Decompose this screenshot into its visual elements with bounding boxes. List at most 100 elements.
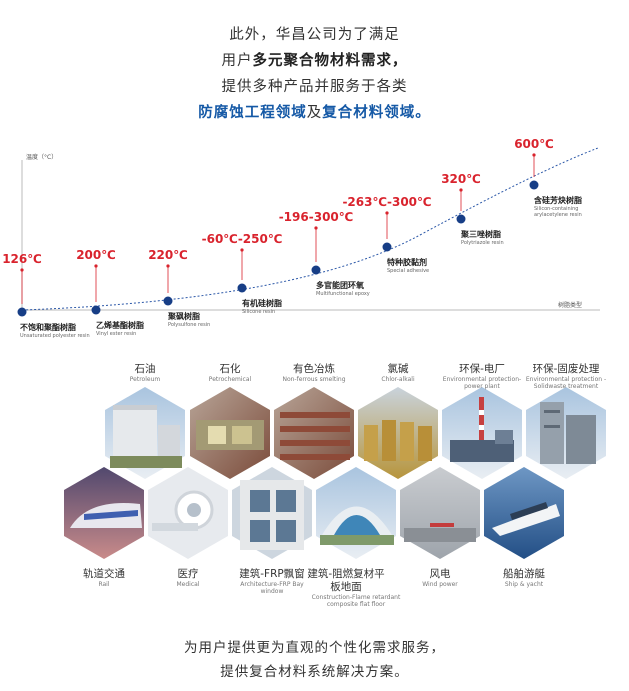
resin-name-en: Silicon-containing arylacetylene resin xyxy=(534,206,582,218)
point-stem-tip xyxy=(532,153,536,157)
temperature-label: 220℃ xyxy=(148,248,188,262)
caption-cn: 建筑-阻燃复材平板地面 xyxy=(307,568,385,593)
intro-line-1: 此外，华昌公司为了满足 xyxy=(229,27,400,43)
intro-text: 此外，华昌公司为了满足 用户多元聚合物材料需求， 提供多种产品并服务于各类 防腐… xyxy=(0,22,629,126)
caption-en: Environmental protection -Solidwaste tre… xyxy=(525,376,607,390)
point-stem-tip xyxy=(385,211,389,215)
point-stem-tip xyxy=(314,226,318,230)
caption-cn: 环保-电厂 xyxy=(459,363,505,375)
temperature-label: -196-300℃ xyxy=(278,210,354,224)
caption-en: Medical xyxy=(176,581,200,588)
hex-wind-power xyxy=(400,467,480,559)
caption-cn: 石化 xyxy=(219,363,241,375)
resin-name-en: Silicone resin xyxy=(242,309,276,315)
caption-cn: 建筑-FRP飘窗 xyxy=(239,568,305,580)
intro-line-2-a: 用户 xyxy=(221,53,253,69)
caption-cn: 医疗 xyxy=(177,568,199,580)
resin-name: 有机硅树脂 xyxy=(242,299,282,308)
caption-cn: 风电 xyxy=(429,568,451,580)
data-point xyxy=(17,307,27,317)
caption-cn: 轨道交通 xyxy=(83,568,125,580)
caption-cn: 氯碱 xyxy=(387,363,409,375)
data-point xyxy=(237,283,247,293)
resin-name-en: Polysulfone resin xyxy=(168,322,211,328)
data-point xyxy=(382,242,392,252)
hex-ship-yacht xyxy=(484,467,564,559)
temperature-label: 126℃ xyxy=(2,252,42,266)
caption-en: Rail xyxy=(98,581,110,588)
caption-solid-waste: 环保-固废处理 Environmental protection -Solidw… xyxy=(518,363,614,390)
temperature-label: 320℃ xyxy=(441,172,481,186)
trend-curve xyxy=(21,147,599,311)
caption-petrochemical: 石化 Petrochemical xyxy=(209,363,251,383)
caption-wind-power: 风电 Wind power xyxy=(422,568,458,588)
resin-name-en: Multifunctional epoxy xyxy=(316,291,370,297)
hex-medical xyxy=(148,467,228,559)
y-axis-label: 温度（°C） xyxy=(26,154,58,161)
intro-line-2-b: 多元聚合物材料需求， xyxy=(252,53,408,69)
hex-flame-retardant-floor xyxy=(316,467,396,559)
caption-power-plant: 环保-电厂 Environmental protection-power pla… xyxy=(441,363,523,390)
hex-chlor-alkali xyxy=(358,387,438,479)
caption-rail: 轨道交通 Rail xyxy=(83,568,125,588)
intro-line-4-c: 复合材料领域。 xyxy=(322,105,431,121)
resin-name: 特种胶黏剂 xyxy=(387,258,427,267)
points-layer xyxy=(17,153,539,317)
data-point xyxy=(91,305,101,315)
intro-line-4: 防腐蚀工程领域及复合材料领域。 xyxy=(0,100,629,126)
resin-name-en: Special adhesive xyxy=(387,268,430,274)
hex-petrochemical xyxy=(190,387,270,479)
resin-name-en: Unsaturated polyester resin xyxy=(20,333,90,339)
data-point xyxy=(311,265,321,275)
caption-en: Non-ferrous smelting xyxy=(282,376,346,383)
caption-en: Petroleum xyxy=(129,376,161,383)
hex-frp-bay-window xyxy=(232,467,312,559)
caption-ship: 船舶游艇 Ship & yacht xyxy=(503,568,545,588)
hex-nonferrous-smelting xyxy=(274,387,354,479)
resin-name: 多官能团环氧 xyxy=(316,281,364,290)
caption-en: Construction-Flame retardant composite f… xyxy=(311,594,401,608)
resin-name: 聚砜树脂 xyxy=(168,312,200,321)
resin-name-en: Polytriazole resin xyxy=(461,240,504,246)
intro-line-3: 提供多种产品并服务于各类 xyxy=(221,79,408,95)
hex-petroleum xyxy=(105,387,185,479)
temperature-label: -263℃-300℃ xyxy=(342,195,432,209)
caption-cn: 船舶游艇 xyxy=(503,568,545,580)
hex-rail xyxy=(64,467,144,559)
caption-petroleum: 石油 Petroleum xyxy=(130,363,160,383)
point-stem-tip xyxy=(94,264,98,268)
hex-power-plant xyxy=(442,387,522,479)
caption-en: Wind power xyxy=(422,581,458,588)
caption-cn: 环保-固废处理 xyxy=(532,363,600,375)
caption-nonferrous: 有色冶炼 Non-ferrous smelting xyxy=(282,363,345,383)
resin-name: 聚三唑树脂 xyxy=(461,230,501,239)
caption-en: Petrochemical xyxy=(208,376,252,383)
data-point xyxy=(529,180,539,190)
caption-flat-floor: 建筑-阻燃复材平板地面 Construction-Flame retardant… xyxy=(306,568,406,608)
outro-line-2: 提供复合材料系统解决方案。 xyxy=(220,664,409,680)
resin-name: 乙烯基酯树脂 xyxy=(96,321,144,330)
caption-chlor-alkali: 氯碱 Chlor-alkali xyxy=(381,363,414,383)
resin-name: 不饱和聚酯树脂 xyxy=(20,323,76,332)
point-stem-tip xyxy=(240,248,244,252)
caption-en: Ship & yacht xyxy=(504,581,544,588)
caption-en: Chlor-alkali xyxy=(381,376,415,383)
caption-medical: 医疗 Medical xyxy=(177,568,200,588)
caption-en: Environmental protection-power plant xyxy=(442,376,522,390)
outro-text: 为用户提供更为直观的个性化需求服务， 提供复合材料系统解决方案。 xyxy=(0,636,629,684)
caption-en: Architecture-FRP Bay window xyxy=(240,581,304,595)
intro-line-4-a: 防腐蚀工程领域 xyxy=(198,105,307,121)
intro-line-2: 用户多元聚合物材料需求， xyxy=(0,48,629,74)
point-stem-tip xyxy=(166,264,170,268)
point-stem-tip xyxy=(20,268,24,272)
caption-cn: 石油 xyxy=(134,363,156,375)
intro-line-4-b: 及 xyxy=(306,105,323,121)
temperature-label: -60℃-250℃ xyxy=(201,232,283,246)
data-point xyxy=(456,214,466,224)
x-axis-label: 树脂类型 xyxy=(558,302,583,309)
resin-name-en: Vinyl ester resin xyxy=(96,331,137,337)
hex-solid-waste xyxy=(526,387,606,479)
caption-bay-window: 建筑-FRP飘窗 Architecture-FRP Bay window xyxy=(235,568,309,595)
